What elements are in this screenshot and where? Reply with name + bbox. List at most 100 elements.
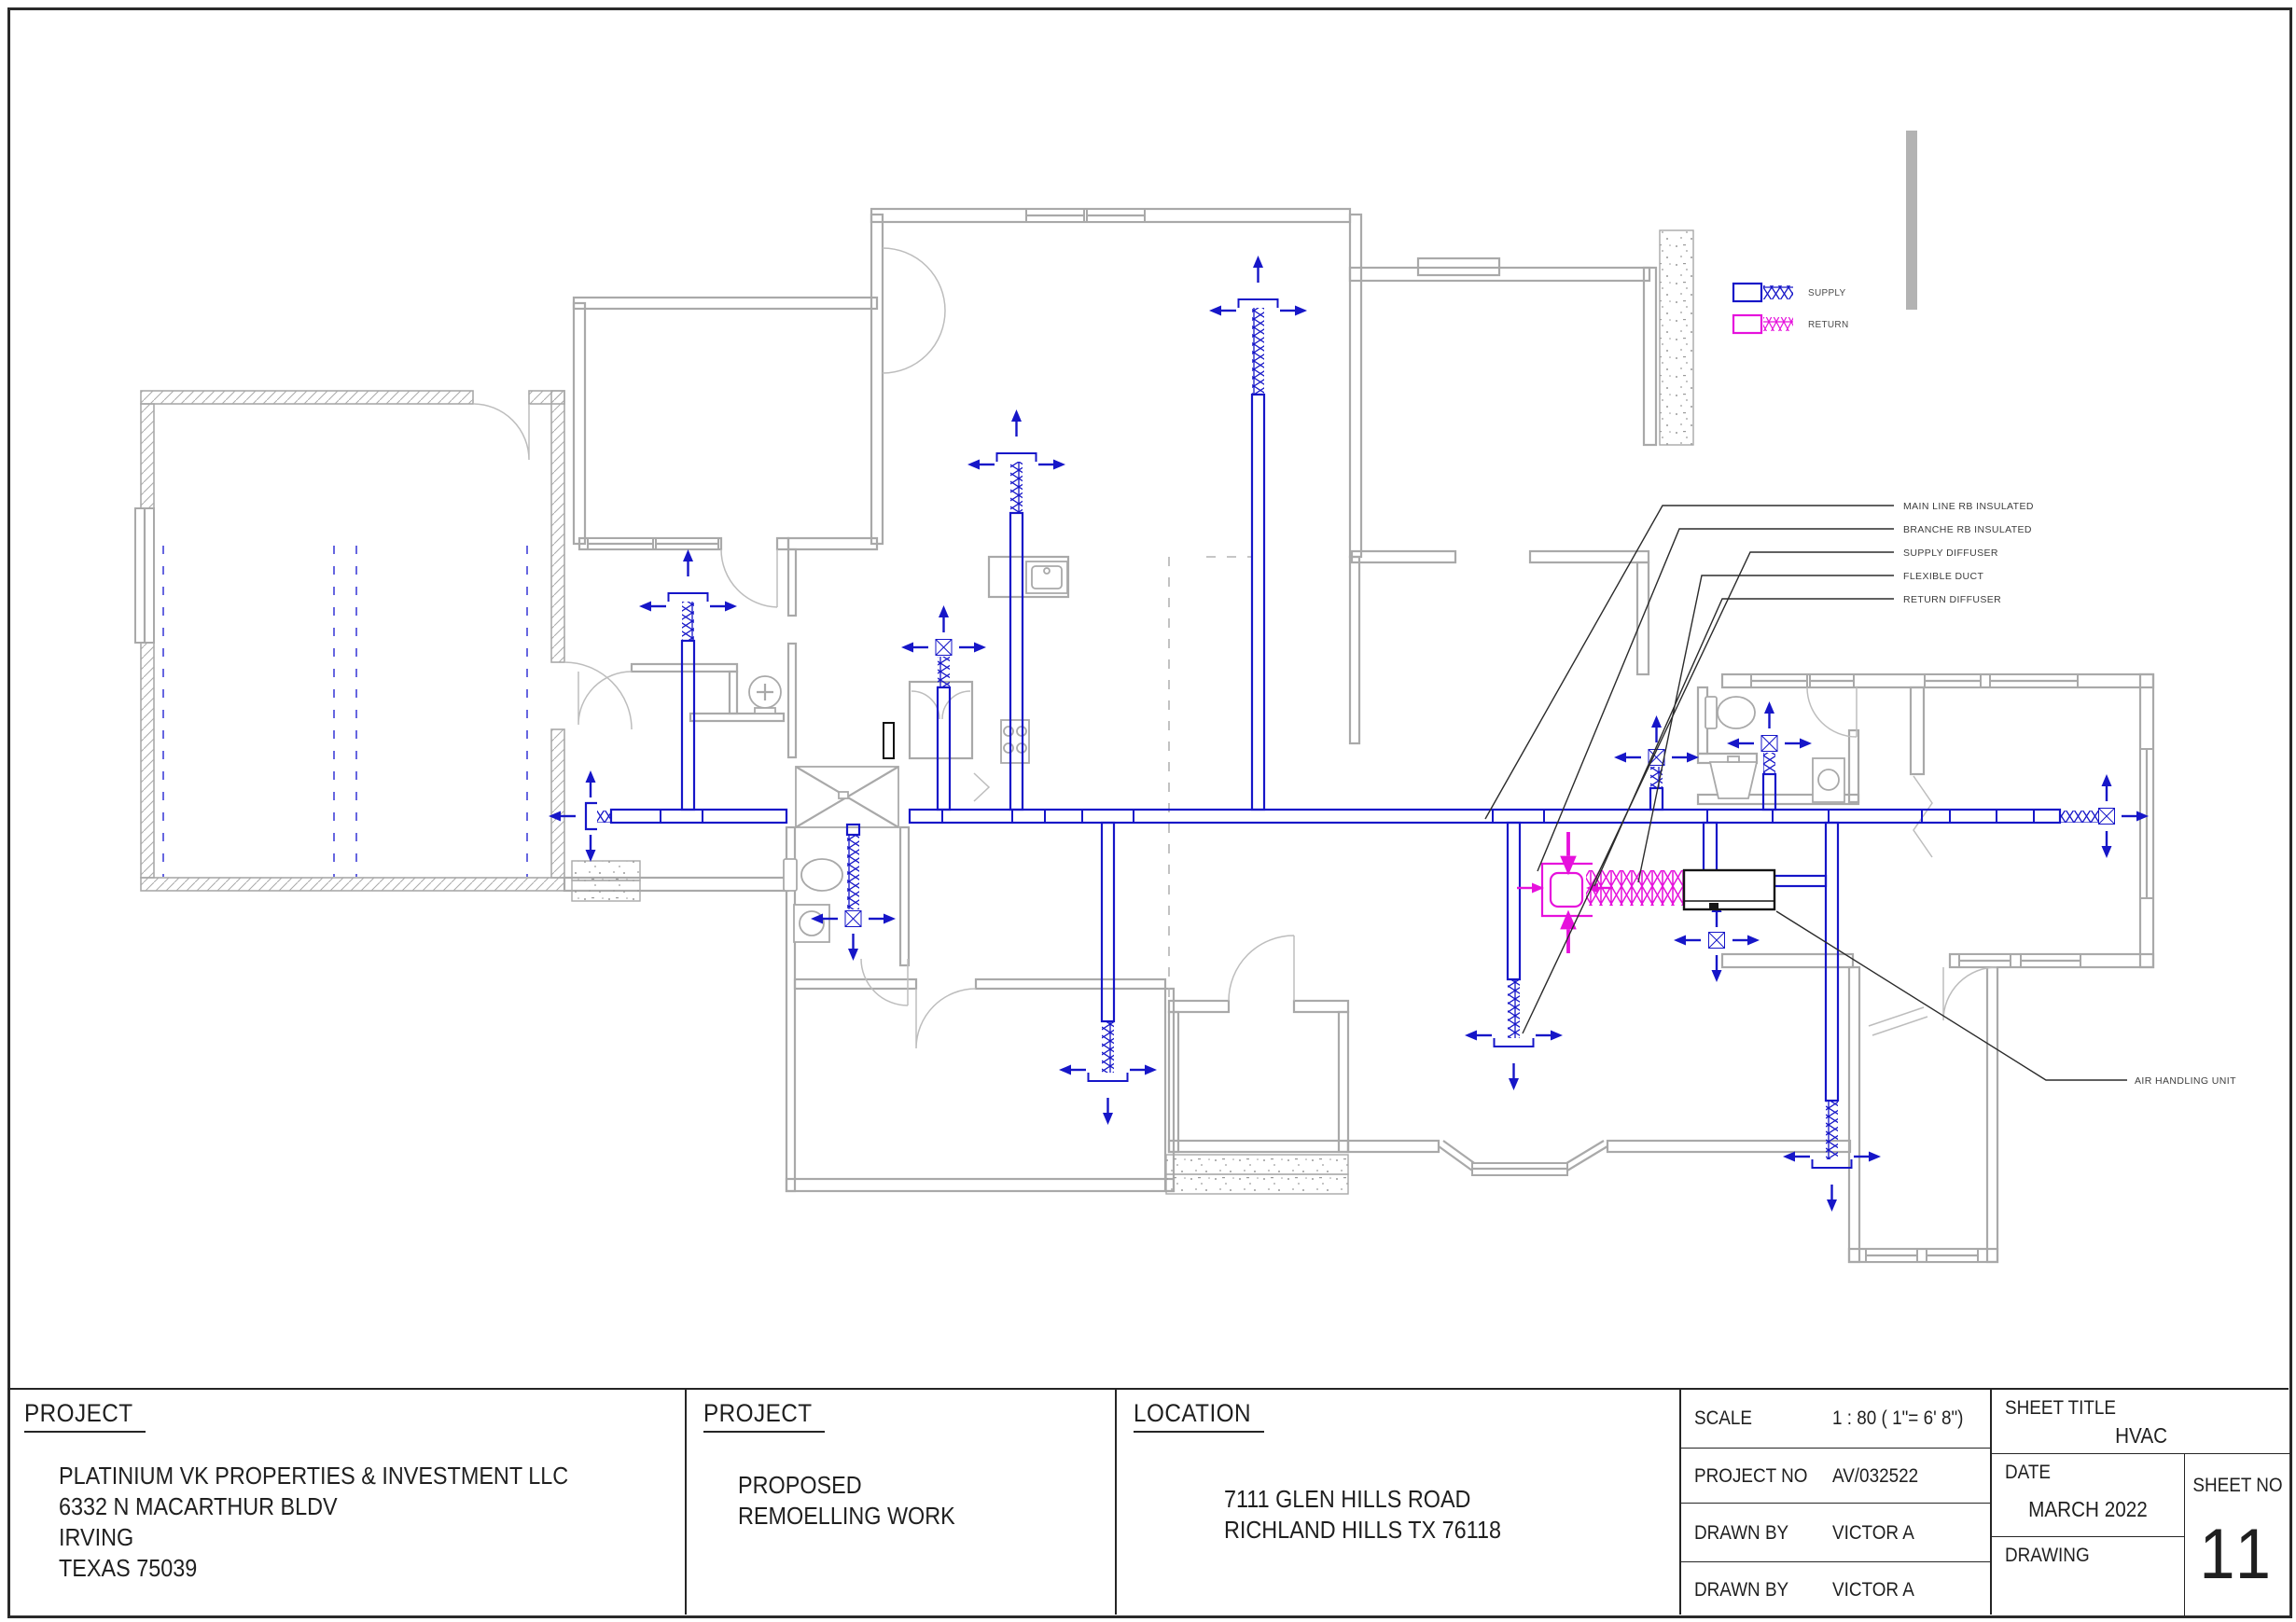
flexible-duct bbox=[1508, 979, 1520, 1038]
title-block-sheet-cell: SHEET TITLE HVAC DATE MARCH 2022 DRAWING… bbox=[1990, 1388, 2290, 1616]
doors bbox=[472, 247, 1997, 1049]
callout-branch: BRANCHE RB INSULATED bbox=[1903, 524, 2032, 535]
garage-wall-left-upper bbox=[140, 403, 155, 509]
garage-wall-left-lower bbox=[140, 642, 155, 879]
client-name: PLATINIUM VK PROPERTIES & INVESTMENT LLC bbox=[59, 1462, 569, 1490]
location-line1: 7111 GLEN HILLS ROAD bbox=[1224, 1485, 1471, 1513]
flexible-duct bbox=[2060, 811, 2099, 823]
flexible-duct bbox=[1650, 767, 1663, 788]
toilet bbox=[783, 858, 843, 892]
shower bbox=[795, 766, 899, 828]
drawn-by-2-value: VICTOR A bbox=[1832, 1578, 1914, 1601]
ahu-supply-stub bbox=[1773, 874, 1828, 888]
supply-diffuser bbox=[1057, 1063, 1159, 1127]
stipple-patio bbox=[571, 860, 641, 881]
floor-plan-walls bbox=[140, 207, 2155, 1264]
project-line2: REMOELLING WORK bbox=[738, 1502, 955, 1530]
flexible-duct bbox=[1102, 1021, 1114, 1073]
ahu-supply-trunk bbox=[1702, 821, 1719, 872]
sink-vanity bbox=[1708, 756, 1759, 799]
title-block-client-cell: PROJECT PLATINIUM VK PROPERTIES & INVEST… bbox=[7, 1388, 685, 1615]
supply-diffuser bbox=[966, 408, 1067, 471]
legend: SUPPLY RETURN bbox=[1732, 282, 1848, 335]
supply-diffuser bbox=[1463, 1029, 1565, 1092]
page-border bbox=[7, 7, 2292, 1618]
air-handling-unit bbox=[1682, 868, 1776, 911]
client-address: 6332 N MACARTHUR BLDV bbox=[59, 1492, 338, 1520]
reference-lines bbox=[162, 546, 1253, 1001]
title-block-scale-table: SCALE 1 : 80 ( 1"= 6' 8") PROJECT NO AV/… bbox=[1679, 1388, 1990, 1615]
drawn-by-1-label: DRAWN BY bbox=[1694, 1521, 1789, 1544]
supply-branch bbox=[899, 603, 988, 811]
supply-diffuser bbox=[899, 603, 988, 656]
drawn-by-2-label: DRAWN BY bbox=[1694, 1578, 1789, 1601]
date-label: DATE bbox=[2005, 1462, 2052, 1483]
supply-diffuser bbox=[547, 769, 612, 864]
supply-diffuser bbox=[1207, 254, 1309, 317]
legend-return-symbol bbox=[1732, 313, 1793, 335]
client-city: IRVING bbox=[59, 1523, 134, 1551]
client-header: PROJECT bbox=[24, 1399, 133, 1427]
range bbox=[1000, 719, 1030, 764]
legend-return-label: RETURN bbox=[1808, 320, 1848, 330]
supply-branch bbox=[1781, 821, 1883, 1213]
supply-branch bbox=[809, 823, 898, 963]
supply-branch bbox=[1463, 821, 1565, 1092]
stipple-patio bbox=[1165, 1173, 1349, 1195]
sheet-no-value: 11 bbox=[2199, 1515, 2276, 1594]
flexible-duct bbox=[1826, 1101, 1838, 1159]
callout-air-handling-unit: AIR HANDLING UNIT bbox=[2135, 1075, 2236, 1087]
sheet-title-cell: SHEET TITLE HVAC bbox=[1992, 1390, 2290, 1453]
title-block-location-cell: LOCATION 7111 GLEN HILLS ROAD RICHLAND H… bbox=[1115, 1388, 1679, 1615]
project-no-label: PROJECT NO bbox=[1694, 1464, 1808, 1487]
callout-return-diffuser: RETURN DIFFUSER bbox=[1903, 594, 2001, 605]
flexible-duct bbox=[1763, 753, 1775, 774]
project-no-value: AV/032522 bbox=[1832, 1464, 1919, 1487]
date-value: MARCH 2022 bbox=[2028, 1497, 2148, 1521]
date-cell: DATE MARCH 2022 bbox=[1992, 1453, 2184, 1536]
supply-diffuser bbox=[1781, 1150, 1883, 1213]
legend-supply-symbol bbox=[1732, 282, 1793, 303]
callout-main-line: MAIN LINE RB INSULATED bbox=[1903, 501, 2034, 512]
supply-branch bbox=[1725, 700, 1814, 811]
title-block-project-cell: PROJECT PROPOSED REMOELLING WORK bbox=[685, 1388, 1115, 1615]
client-state-zip: TEXAS 75039 bbox=[59, 1554, 198, 1582]
scale-row: SCALE 1 : 80 ( 1"= 6' 8") bbox=[1681, 1390, 1990, 1448]
legend-supply-label: SUPPLY bbox=[1808, 288, 1846, 298]
supply-branch bbox=[966, 408, 1067, 811]
supply-branch bbox=[1207, 254, 1309, 811]
sink-vanity bbox=[793, 904, 830, 943]
supply-diffuser bbox=[1672, 898, 1761, 984]
main-duct bbox=[609, 808, 788, 825]
supply-branch bbox=[2060, 772, 2150, 860]
garage-wall-bottom bbox=[140, 877, 565, 892]
sheet-no-label: SHEET NO bbox=[2192, 1475, 2283, 1496]
kitchen-sink bbox=[1025, 561, 1068, 594]
shower-stall bbox=[1812, 757, 1845, 803]
drawn-by-1-value: VICTOR A bbox=[1832, 1521, 1914, 1544]
flexible-duct bbox=[682, 602, 694, 641]
drawing-cell: DRAWING bbox=[1992, 1536, 2184, 1616]
callout-flexible-duct: FLEXIBLE DUCT bbox=[1903, 571, 1983, 582]
column bbox=[883, 722, 895, 759]
flexible-duct bbox=[1010, 462, 1023, 513]
scale-value: 1 : 80 ( 1"= 6' 8") bbox=[1832, 1407, 1964, 1429]
garage-wall-right-lower bbox=[550, 728, 565, 879]
location-header: LOCATION bbox=[1134, 1399, 1252, 1427]
flexible-duct bbox=[1252, 308, 1264, 395]
duct-joints bbox=[660, 810, 2035, 823]
supply-duct-system bbox=[547, 254, 2150, 1213]
stipple-patio bbox=[1165, 1154, 1349, 1175]
bifold-pantry-door bbox=[973, 772, 991, 802]
sheet-title-value: HVAC bbox=[2115, 1423, 2167, 1448]
supply-branch bbox=[1057, 821, 1159, 1127]
sheet-no-cell: SHEET NO 11 bbox=[2184, 1453, 2290, 1616]
fixtures bbox=[748, 131, 1917, 943]
project-header: PROJECT bbox=[703, 1399, 813, 1427]
sheet-title-label: SHEET TITLE bbox=[2005, 1397, 2117, 1419]
water-heater bbox=[748, 675, 782, 714]
garage-wall-top bbox=[140, 390, 474, 405]
supply-diffuser bbox=[1612, 714, 1701, 766]
